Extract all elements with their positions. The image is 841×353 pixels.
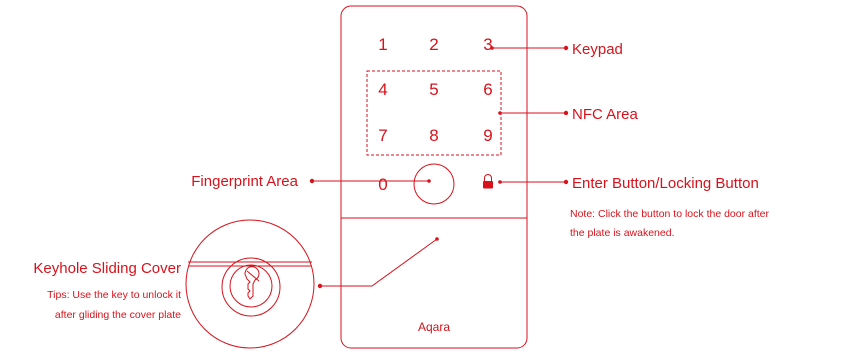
keyhole-label: Keyhole Sliding Cover xyxy=(33,260,181,277)
keyhole-leader-line xyxy=(320,238,438,287)
padlock-icon[interactable] xyxy=(483,174,493,189)
enter-end-dot xyxy=(563,179,569,185)
keyhole-end-dot xyxy=(317,283,323,289)
fingerprint-sensor[interactable] xyxy=(413,163,455,205)
keypad-label: Keypad xyxy=(572,41,623,58)
enter-note-line-1: Note: Click the button to lock the door … xyxy=(570,208,770,220)
enter-note-line-2: the plate is awakened. xyxy=(570,227,675,239)
nfc-label: NFC Area xyxy=(572,106,639,123)
keyhole-tip-line-2: after gliding the cover plate xyxy=(55,309,181,321)
key-4[interactable]: 4 xyxy=(378,80,387,99)
nfc-end-dot xyxy=(563,110,569,116)
key-6[interactable]: 6 xyxy=(483,80,492,99)
key-1[interactable]: 1 xyxy=(378,35,387,54)
keypad-end-dot xyxy=(563,45,569,51)
fingerprint-pointer-dot xyxy=(427,179,431,183)
keyhole-detail xyxy=(185,219,315,349)
key-9[interactable]: 9 xyxy=(483,126,492,145)
key-5[interactable]: 5 xyxy=(429,80,438,99)
keypad: 1 2 3 4 5 6 7 8 9 0 xyxy=(378,35,492,194)
enter-label: Enter Button/Locking Button xyxy=(572,175,759,192)
key-0[interactable]: 0 xyxy=(378,175,387,194)
keyhole-tip-line-1: Tips: Use the key to unlock it xyxy=(47,289,181,301)
key-icon xyxy=(229,264,273,308)
lock-body xyxy=(340,5,528,349)
brand-logo: Aqara xyxy=(418,320,450,334)
key-8[interactable]: 8 xyxy=(429,126,438,145)
key-7[interactable]: 7 xyxy=(378,126,387,145)
key-3[interactable]: 3 xyxy=(483,35,492,54)
key-2[interactable]: 2 xyxy=(429,35,438,54)
fingerprint-label: Fingerprint Area xyxy=(191,173,298,190)
